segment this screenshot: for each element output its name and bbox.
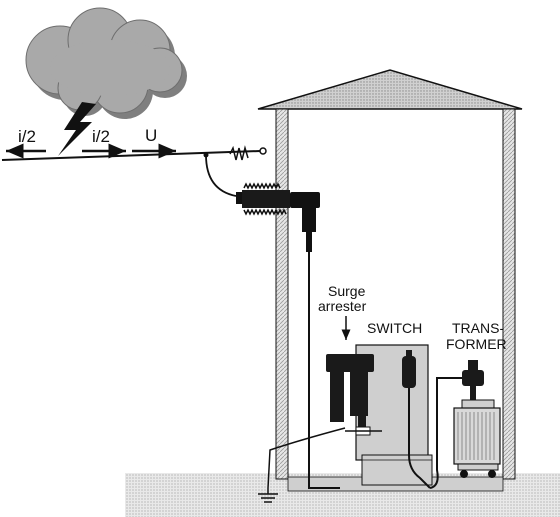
left-wall: [275, 108, 289, 480]
transformer: [453, 360, 501, 478]
surge-arrester: [326, 354, 382, 436]
drop-lead: [205, 154, 237, 197]
switch-label: SWITCH: [367, 320, 422, 336]
current-right-label: i/2: [92, 127, 110, 146]
earth-lead: [267, 427, 346, 489]
thundercloud: [25, 7, 187, 119]
switch-elbow-connector: [402, 350, 431, 489]
right-wall: [502, 108, 516, 480]
surge-arrester-label-2: arrester: [318, 298, 367, 314]
current-left-label: i/2: [18, 127, 36, 146]
voltage-label: U: [145, 126, 157, 145]
lightning-bolt-icon: [58, 102, 96, 156]
building: [257, 69, 523, 492]
ground-symbol-icon: [258, 488, 278, 503]
line-insulator: [203, 145, 267, 161]
transformer-cable: [429, 377, 462, 489]
transformer-label: TRANS-: [452, 320, 504, 336]
roof: [257, 69, 523, 110]
incoming-cable: [308, 252, 340, 489]
surge-arrester-label: Surge: [328, 283, 366, 299]
overhead-line: [1, 150, 261, 161]
transformer-label-2: FORMER: [446, 336, 507, 352]
cable-termination: [236, 182, 320, 252]
